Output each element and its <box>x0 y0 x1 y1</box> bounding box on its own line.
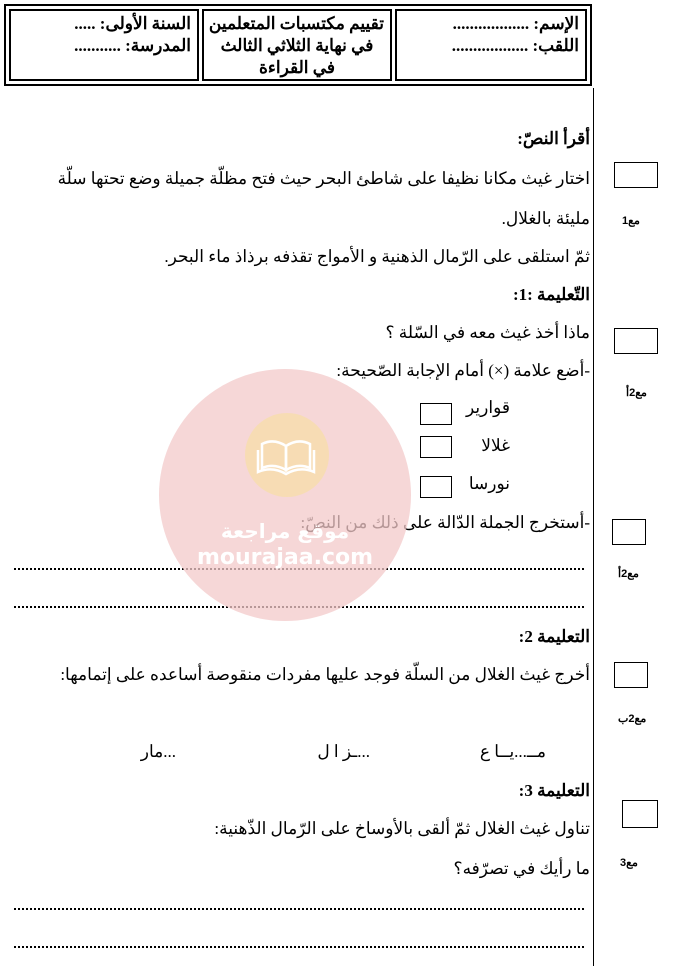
task1-question: ماذا أخذ غيث معه في السّلة ؟ <box>385 323 591 342</box>
book-icon <box>256 440 316 476</box>
score-box[interactable] <box>622 800 658 828</box>
task1-extract: -أستخرج الجملة الدّالة على ذلك من النصّ: <box>300 513 590 532</box>
option-checkbox[interactable] <box>420 403 452 425</box>
option-label: نورسا <box>468 474 510 493</box>
watermark-inner-circle <box>245 413 329 497</box>
score-criterion-label: مع1 <box>622 215 640 227</box>
score-criterion-label: مع3 <box>620 857 638 869</box>
margin-divider <box>593 88 594 966</box>
name-field: الإسم: .................. <box>452 14 579 33</box>
option-label: قوارير <box>466 398 510 417</box>
word-item: ...ـز ا ل <box>317 742 370 761</box>
header-table: الإسم: .................. اللقب: .......… <box>4 4 592 86</box>
school-info-cell: السنة الأولى: ..... المدرسة: ........... <box>9 9 199 81</box>
task1-heading: التّعليمة :1: <box>512 285 590 304</box>
student-info-cell: الإسم: .................. اللقب: .......… <box>395 9 587 81</box>
option-label: غلالا <box>481 436 510 455</box>
title-line-1: تقييم مكتسبات المتعلمين <box>208 14 384 33</box>
incomplete-words: مــ...يــا ع ...ـز ا ل ...مار <box>0 742 594 764</box>
word-item: ...مار <box>140 742 176 761</box>
reading-line-2: مليئة بالغلال. <box>501 209 590 228</box>
watermark-logo: موقع مراجعة mourajaa.com <box>159 369 411 621</box>
score-criterion-label: مع2أ <box>626 387 647 399</box>
task3-text: تناول غيث الغلال ثمّ ألقى بالأوساخ على ا… <box>214 819 590 838</box>
year-field: السنة الأولى: ..... <box>74 14 191 33</box>
score-criterion-label: مع2ب <box>618 713 647 725</box>
option-checkbox[interactable] <box>420 476 452 498</box>
score-box[interactable] <box>612 519 646 545</box>
score-criterion-label: مع2أ <box>618 568 639 580</box>
score-box[interactable] <box>614 328 658 354</box>
answer-line[interactable] <box>14 906 584 910</box>
score-box[interactable] <box>614 162 658 188</box>
word-item: مــ...يــا ع <box>479 742 546 761</box>
watermark-circle <box>159 369 411 621</box>
answer-line[interactable] <box>14 944 584 948</box>
title-line-3: في القراءة <box>258 58 336 77</box>
school-field: المدرسة: ........... <box>74 36 191 55</box>
surname-field: اللقب: .................. <box>451 36 579 55</box>
option-checkbox[interactable] <box>420 436 452 458</box>
reading-heading: أقرأ النصّ: <box>517 129 590 148</box>
task2-heading: التعليمة 2: <box>518 627 590 646</box>
task1-instruction: -أضع علامة (×) أمام الإجابة الصّحيحة: <box>336 361 590 380</box>
task2-text: أخرج غيث الغلال من السلّة فوجد عليها مفر… <box>60 665 590 684</box>
task3-heading: التعليمة 3: <box>518 781 590 800</box>
title-cell: تقييم مكتسبات المتعلمين في نهاية الثلاثي… <box>202 9 392 81</box>
score-box[interactable] <box>614 662 648 688</box>
answer-line[interactable] <box>14 604 584 608</box>
task3-question: ما رأيك في تصرّفه؟ <box>453 859 590 878</box>
reading-line-1: اختار غيث مكانا نظيفا على شاطئ البحر حيث… <box>57 169 590 188</box>
reading-line-3: ثمّ استلقى على الرّمال الذهنية و الأمواج… <box>164 247 590 266</box>
title-line-2: في نهاية الثلاثي الثالث <box>220 36 374 55</box>
answer-line[interactable] <box>14 566 584 570</box>
